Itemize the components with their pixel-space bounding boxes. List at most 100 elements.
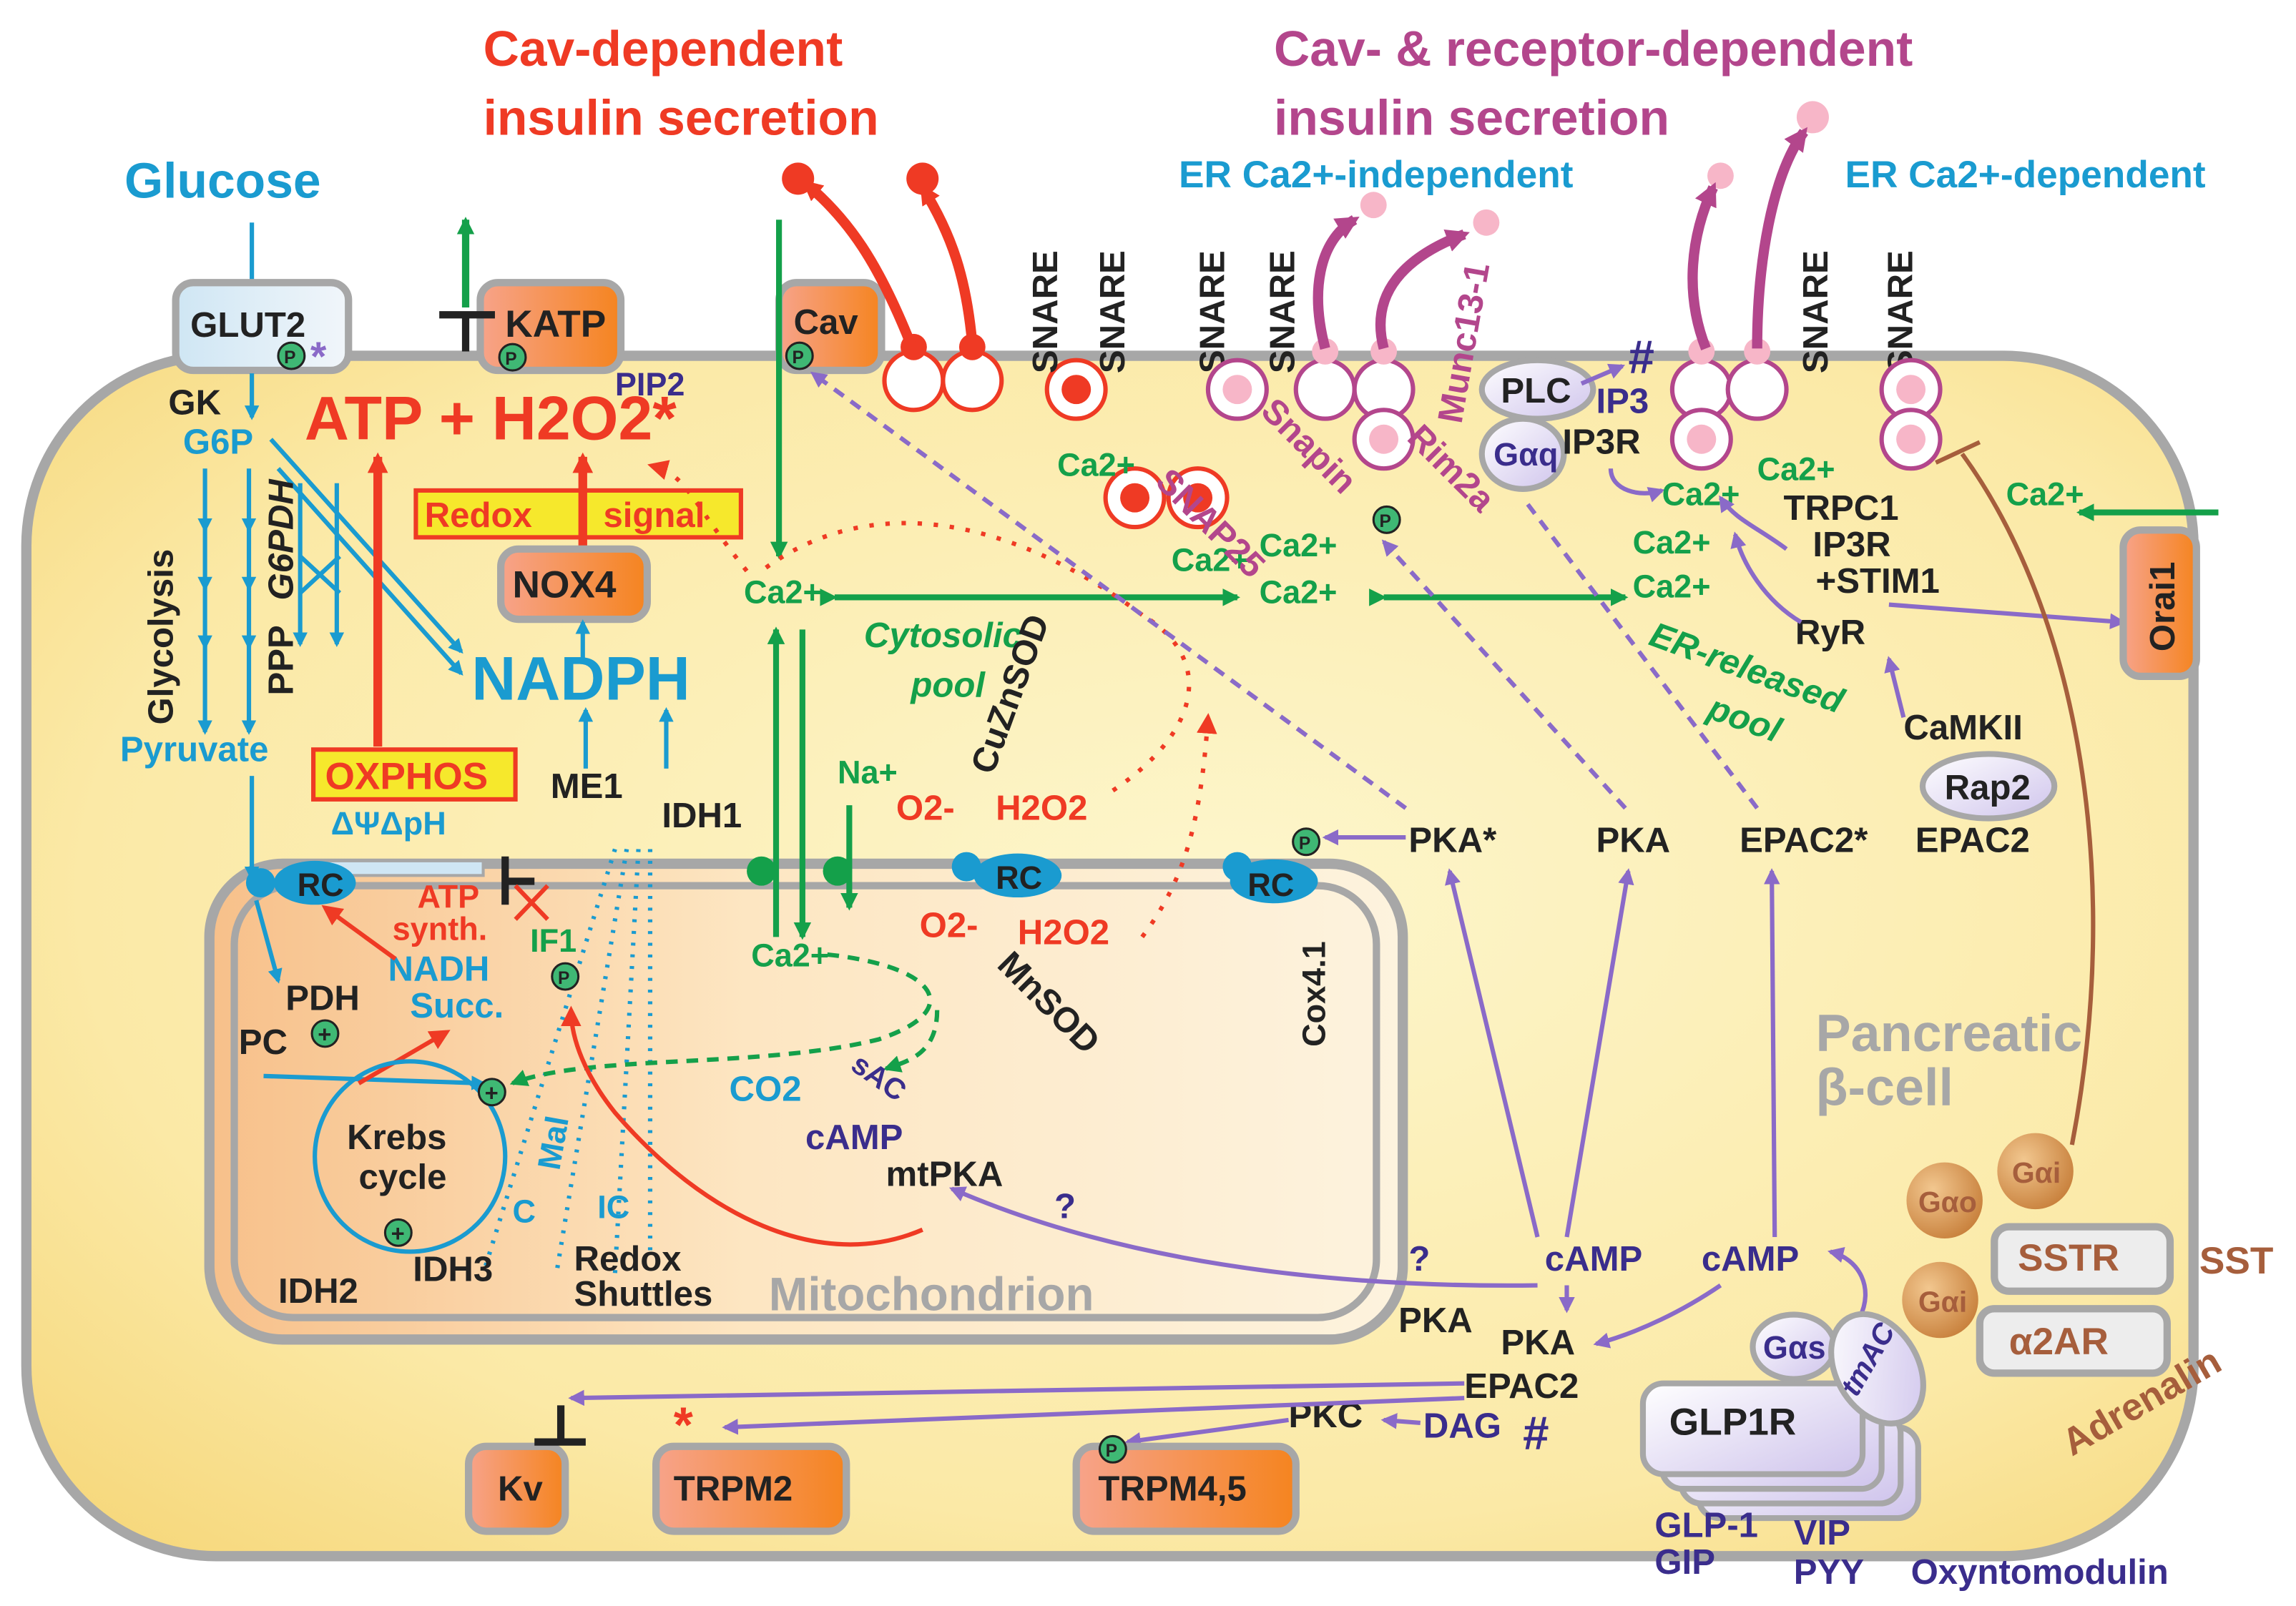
trpm2-star: * — [674, 1397, 694, 1453]
ryr-label: RyR — [1795, 614, 1865, 652]
a2ar-label: α2AR — [2009, 1321, 2109, 1363]
pancreatic-label: Pancreatic — [1816, 1003, 2083, 1063]
glut2-transporter — [172, 279, 353, 375]
cav-title-line1: Cav-dependent — [484, 21, 843, 77]
gas-label: Gαs — [1763, 1329, 1826, 1366]
gai-ball-bottom — [1902, 1261, 1978, 1339]
redox-shuttles-label2: Shuttles — [574, 1275, 712, 1314]
epac2-star-label: EPAC2* — [1740, 822, 1868, 860]
gai-label-bottom: Gαi — [1918, 1285, 1967, 1318]
gao-ball — [1906, 1162, 1983, 1239]
glycolysis-label: Glycolysis — [142, 549, 181, 725]
receptor-title-line1: Cav- & receptor-dependent — [1274, 21, 1913, 77]
glp1-label: GLP-1 — [1654, 1507, 1758, 1545]
phospho-label: P — [793, 348, 804, 368]
snare-label-2: SNARE — [1094, 250, 1132, 373]
granule-cores-right — [1687, 101, 1926, 454]
redox-label: Redox — [425, 496, 532, 535]
rc-label: RC — [996, 859, 1042, 896]
pka-label-bottom-1: PKA — [1398, 1301, 1473, 1340]
trpm2-channel — [652, 1442, 850, 1535]
mitochondrion — [204, 858, 1408, 1345]
cav-label: Cav — [794, 303, 859, 342]
oxphos-box — [311, 747, 518, 802]
a2ar-box — [1976, 1305, 2171, 1377]
svg-text:+: + — [318, 1021, 331, 1048]
h2o2-mito-label: H2O2 — [1018, 914, 1109, 952]
phospho-label: P — [1299, 834, 1310, 853]
pka-label-top: PKA — [1596, 822, 1670, 860]
receptor-title-line2: insulin secretion — [1274, 89, 1669, 145]
gaq-ellipse — [1478, 415, 1567, 492]
snare-label-6: SNARE — [1882, 250, 1920, 373]
if1-label: IF1 — [530, 922, 577, 959]
o2-mito-label: O2- — [920, 906, 978, 945]
question-mark-1: ? — [1054, 1187, 1076, 1226]
rap2-ellipse — [1919, 751, 2058, 822]
pip2-label: PIP2 — [615, 366, 685, 403]
krebs-cycle — [313, 1059, 508, 1254]
sst-label: SST — [2199, 1240, 2274, 1282]
phospho-label: P — [505, 350, 516, 369]
ca-label-3: Ca2+ — [1260, 527, 1338, 563]
sstr-label: SSTR — [2018, 1237, 2119, 1279]
nox4-label: NOX4 — [513, 563, 617, 606]
delta-psi-label: ΔΨΔpH — [331, 805, 446, 842]
pdh-label: PDH — [285, 980, 360, 1018]
idh1-label: IDH1 — [662, 797, 742, 835]
plc-label: PLC — [1501, 372, 1571, 410]
co2-label: CO2 — [730, 1070, 802, 1109]
cytosolic-pool-label1: Cytosolic — [864, 616, 1022, 655]
phospho-icon — [277, 341, 306, 370]
krebs-label2: cycle — [359, 1158, 447, 1196]
er-ca-label-4: Ca2+ — [1633, 568, 1711, 604]
rap2-label: Rap2 — [1945, 769, 2031, 807]
idh3-label: IDH3 — [413, 1250, 493, 1289]
gai-ball-top — [1997, 1133, 2074, 1210]
mtpka-label: mtPKA — [886, 1155, 1004, 1193]
snare-label-3: SNARE — [1193, 250, 1232, 373]
o2-cyto-label: O2- — [896, 789, 955, 828]
er-independent-label: ER Ca2+-independent — [1179, 154, 1574, 196]
atp-synth-label1: ATP — [417, 878, 479, 915]
hash-mark-top: # — [1628, 331, 1654, 383]
katp-label: KATP — [505, 303, 606, 345]
gai-label-top: Gαi — [2012, 1156, 2061, 1189]
svg-text:+: + — [485, 1080, 499, 1106]
ic-label: IC — [597, 1188, 629, 1225]
oxphos-label: OXPHOS — [325, 756, 488, 798]
krebs-label1: Krebs — [347, 1118, 446, 1157]
phospho-label: P — [1379, 512, 1390, 531]
granule-fusion-left — [782, 162, 1004, 413]
nadh-label: NADH — [388, 950, 490, 989]
ca-label-4: Ca2+ — [1260, 574, 1338, 611]
trpm45-label: TRPM4,5 — [1098, 1469, 1246, 1508]
redox-shuttles-label1: Redox — [574, 1240, 681, 1279]
pyruvate-label: Pyruvate — [120, 731, 269, 769]
atp-synth-label2: synth. — [393, 910, 488, 947]
ca-label-2: Ca2+ — [1172, 542, 1250, 578]
phospho-label: P — [558, 969, 569, 988]
snare-label-4: SNARE — [1264, 250, 1302, 373]
pka-label-bottom-2: PKA — [1501, 1324, 1575, 1362]
glp1r-stack — [1639, 1380, 1921, 1522]
dag-label: DAG — [1423, 1407, 1501, 1445]
gao-label: Gαo — [1918, 1186, 1977, 1218]
ca-granule-label: Ca2+ — [1057, 446, 1135, 483]
rc-label: RC — [1247, 867, 1294, 903]
trpm45-channel — [1072, 1442, 1300, 1535]
g6p-label: G6P — [183, 423, 253, 462]
cav-title-line2: insulin secretion — [484, 89, 879, 145]
mito-camp-label: cAMP — [805, 1118, 903, 1157]
er-ca-label-3: Ca2+ — [1633, 524, 1711, 561]
glut2-label: GLUT2 — [190, 306, 305, 345]
pc-label: PC — [239, 1023, 288, 1062]
er-ca-label-2: Ca2+ — [1757, 451, 1835, 488]
ip3-label: IP3 — [1596, 382, 1649, 420]
granules-er-dependent — [1669, 358, 1943, 471]
mitochondrion-label: Mitochondrion — [769, 1268, 1094, 1320]
glucose-label: Glucose — [124, 152, 321, 208]
trpc1-label: TRPC1 — [1783, 489, 1898, 528]
me1-label: ME1 — [551, 767, 623, 806]
